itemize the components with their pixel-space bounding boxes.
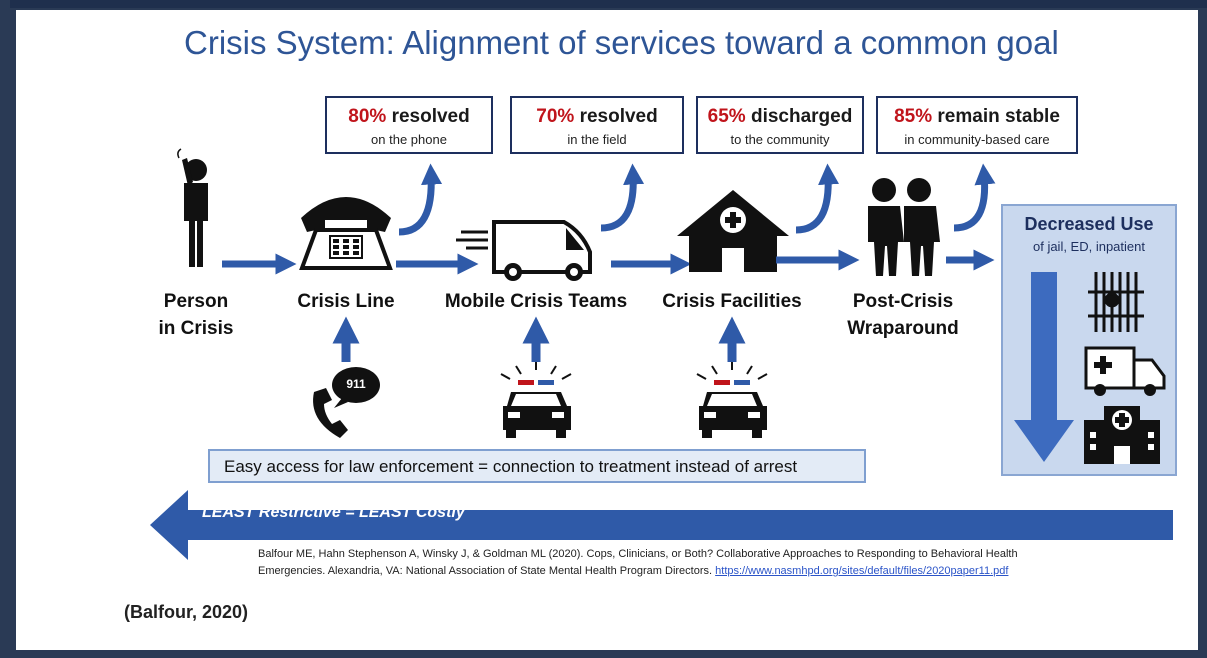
stage-mobile-crisis-teams: Mobile Crisis Teams bbox=[436, 288, 636, 315]
van-icon bbox=[456, 220, 592, 281]
stat-box-phone: 80% resolved on the phone bbox=[325, 96, 493, 154]
stage-person-in-crisis: Person in Crisis bbox=[136, 288, 256, 342]
police-car-icon bbox=[500, 362, 572, 438]
footer-reference: (Balfour, 2020) bbox=[124, 602, 249, 622]
law-enforcement-text: Easy access for law enforcement = connec… bbox=[224, 457, 798, 476]
stage-label-line1: Crisis Line bbox=[297, 291, 395, 312]
stat-percent: 70% bbox=[536, 106, 575, 127]
citation: Balfour ME, Hahn Stephenson A, Winsky J,… bbox=[258, 546, 1018, 580]
citation-line2: Emergencies. Alexandria, VA: National As… bbox=[258, 565, 713, 577]
least-restrictive-arrow bbox=[150, 490, 1173, 560]
stat-percent: 85% bbox=[894, 106, 933, 127]
decreased-use-title: Decreased Use bbox=[1024, 214, 1154, 234]
phone-911-icon bbox=[313, 367, 380, 438]
person-raising-hand-icon bbox=[177, 148, 208, 267]
stage-label-line2: in Crisis bbox=[158, 318, 234, 339]
stat-sub: in community-based care bbox=[904, 132, 1050, 147]
slide-frame-top bbox=[10, 0, 1207, 8]
citation-line1: Balfour ME, Hahn Stephenson A, Winsky J,… bbox=[258, 548, 1018, 560]
stat-box-facilities: 65% discharged to the community bbox=[696, 96, 864, 154]
stat-percent: 80% bbox=[348, 106, 387, 127]
hospital-icon bbox=[1084, 406, 1160, 464]
stat-box-wraparound: 85% remain stable in community-based car… bbox=[876, 96, 1078, 154]
jail-bars-icon bbox=[1088, 272, 1144, 332]
pathway-graphics bbox=[150, 148, 1173, 560]
decreased-use-subtitle: of jail, ED, inpatient bbox=[1032, 239, 1145, 254]
slide-title: Crisis System: Alignment of services tow… bbox=[184, 24, 1059, 61]
house-medical-icon bbox=[677, 190, 789, 272]
stage-post-crisis-wraparound: Post-Crisis Wraparound bbox=[838, 288, 968, 342]
citation-link[interactable]: https://www.nasmhpd.org/sites/default/fi… bbox=[715, 565, 1009, 577]
stat-label: discharged bbox=[750, 106, 853, 127]
police-car-icon bbox=[696, 362, 768, 438]
stat-box-field: 70% resolved in the field bbox=[510, 96, 684, 154]
stage-label-line1: Crisis Facilities bbox=[662, 291, 802, 312]
stat-label: remain stable bbox=[937, 106, 1060, 127]
stage-crisis-line: Crisis Line bbox=[286, 288, 406, 315]
law-enforcement-bar: Easy access for law enforcement = connec… bbox=[208, 449, 866, 483]
stage-label-line1: Mobile Crisis Teams bbox=[444, 291, 628, 312]
stage-crisis-facilities: Crisis Facilities bbox=[656, 288, 808, 315]
phone-911-label: 911 bbox=[346, 377, 366, 391]
decrease-down-arrow bbox=[1014, 272, 1074, 462]
curved-up-arrow bbox=[398, 163, 443, 236]
ambulance-icon bbox=[1084, 346, 1166, 396]
stat-sub: in the field bbox=[567, 132, 627, 147]
curved-up-arrow bbox=[953, 163, 996, 232]
stat-percent: 65% bbox=[707, 106, 746, 127]
curved-up-arrow bbox=[600, 163, 645, 232]
stage-label-line1: Person bbox=[163, 291, 229, 312]
stat-sub: on the phone bbox=[371, 132, 447, 147]
stage-label-line1: Post-Crisis bbox=[852, 291, 954, 312]
slide: Crisis System: Alignment of services tow… bbox=[16, 10, 1198, 650]
stat-label: resolved bbox=[391, 106, 470, 127]
telephone-icon bbox=[299, 197, 393, 270]
curved-up-arrow bbox=[795, 163, 840, 234]
stat-sub: to the community bbox=[730, 132, 830, 147]
least-restrictive-text: LEAST Restrictive = LEAST Costly bbox=[202, 504, 465, 521]
stat-label: resolved bbox=[579, 106, 658, 127]
stage-label-line2: Wraparound bbox=[847, 318, 959, 339]
support-people-icon bbox=[868, 178, 940, 276]
